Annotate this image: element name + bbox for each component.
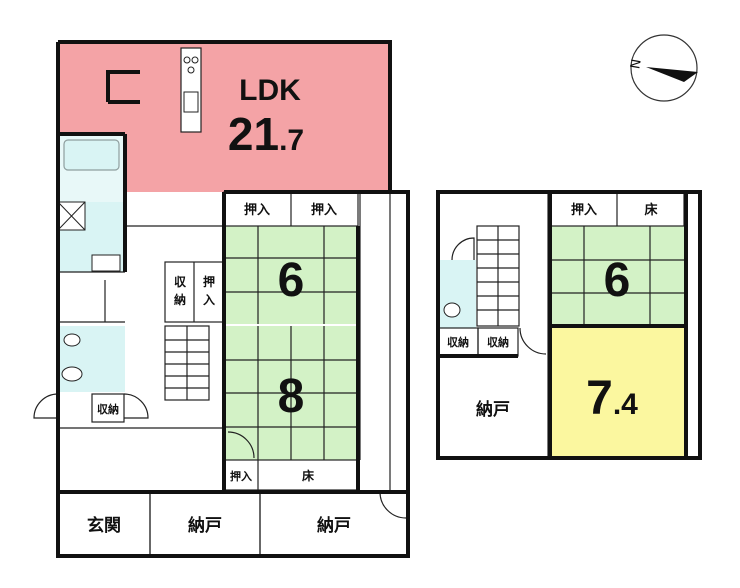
oshiire-small-label: 押入: [230, 469, 252, 483]
nando-label: 納戸: [317, 515, 351, 536]
door-arc: [227, 431, 255, 459]
stairs-1f: [164, 325, 210, 401]
door-arc: [519, 327, 547, 355]
tatami-room-6: [224, 226, 358, 324]
stove-burner: [183, 56, 191, 64]
room-2f-yellow-size-int: 7: [586, 372, 613, 425]
oshiire-v-bottom: 入: [203, 293, 215, 307]
toilet-icon: [61, 366, 83, 382]
kitchen-counter: [180, 47, 202, 133]
shuno-label-2f: 収納: [487, 335, 509, 349]
outer-walls-2f: [436, 190, 702, 460]
washing-machine-x: [57, 201, 86, 231]
ldk-size-int: 21: [228, 108, 279, 160]
oshiire-v-top: 押: [203, 274, 215, 289]
shuno-label-top: 収: [174, 275, 187, 289]
counter-mark: [106, 70, 140, 104]
room-8-size: 8: [278, 370, 305, 423]
north-arrow-icon: [646, 67, 698, 82]
shuno-small-label: 収納: [97, 402, 119, 416]
stairs-2f: [476, 225, 520, 327]
nando-label: 納戸: [188, 515, 222, 536]
tatami-room-2f-6: [550, 226, 684, 326]
door-arc: [33, 393, 59, 419]
shuno-label-bottom: 納: [174, 292, 186, 307]
stove-burner: [191, 56, 199, 64]
room-2f-yellow-size: 7.4: [586, 372, 638, 425]
compass-north-letter: N: [628, 58, 644, 70]
room-2f-yellow-size-dec: .4: [613, 388, 638, 421]
door-arc: [123, 393, 149, 419]
toilet-icon: [443, 302, 461, 318]
ldk-label: LDK: [239, 74, 301, 107]
floor-1: LDK 21.7 押入 押入 収 納 押 入 6 8 押入 床 収納 玄関 納戸…: [33, 40, 410, 558]
yellow-room-2f: [550, 328, 684, 458]
oshiire-label: 押入: [311, 202, 337, 218]
room-2f-6-size: 6: [604, 254, 631, 307]
compass: N: [628, 34, 698, 102]
stove-burner: [187, 66, 195, 74]
tatami-lines-2f: [550, 226, 684, 326]
kitchen-sink: [183, 91, 199, 113]
ldk-size: 21.7: [228, 108, 304, 160]
nando-label-2f: 納戸: [476, 399, 510, 420]
toko-label: 床: [302, 468, 315, 483]
oshiire-label-2f: 押入: [571, 202, 597, 218]
toko-label-2f: 床: [644, 202, 658, 218]
wash-basin: [91, 254, 121, 272]
door-arc: [451, 237, 475, 261]
compass-circle: [630, 34, 698, 102]
room-6-size: 6: [278, 254, 305, 307]
shuno-label-2f: 収納: [447, 335, 469, 349]
door-arc: [379, 491, 407, 519]
outer-walls-1f: [56, 40, 410, 558]
toilet-room-2f: [438, 260, 476, 328]
oshiire-label: 押入: [244, 202, 270, 218]
genkan-label: 玄関: [87, 515, 121, 536]
tatami-lines: [224, 226, 358, 460]
bathroom: [58, 134, 125, 202]
floor-2: 押入 床 6 収納 収納 納戸 7.4: [436, 190, 702, 460]
ldk-size-dec: .7: [279, 124, 304, 157]
toilet-icon: [63, 333, 81, 347]
